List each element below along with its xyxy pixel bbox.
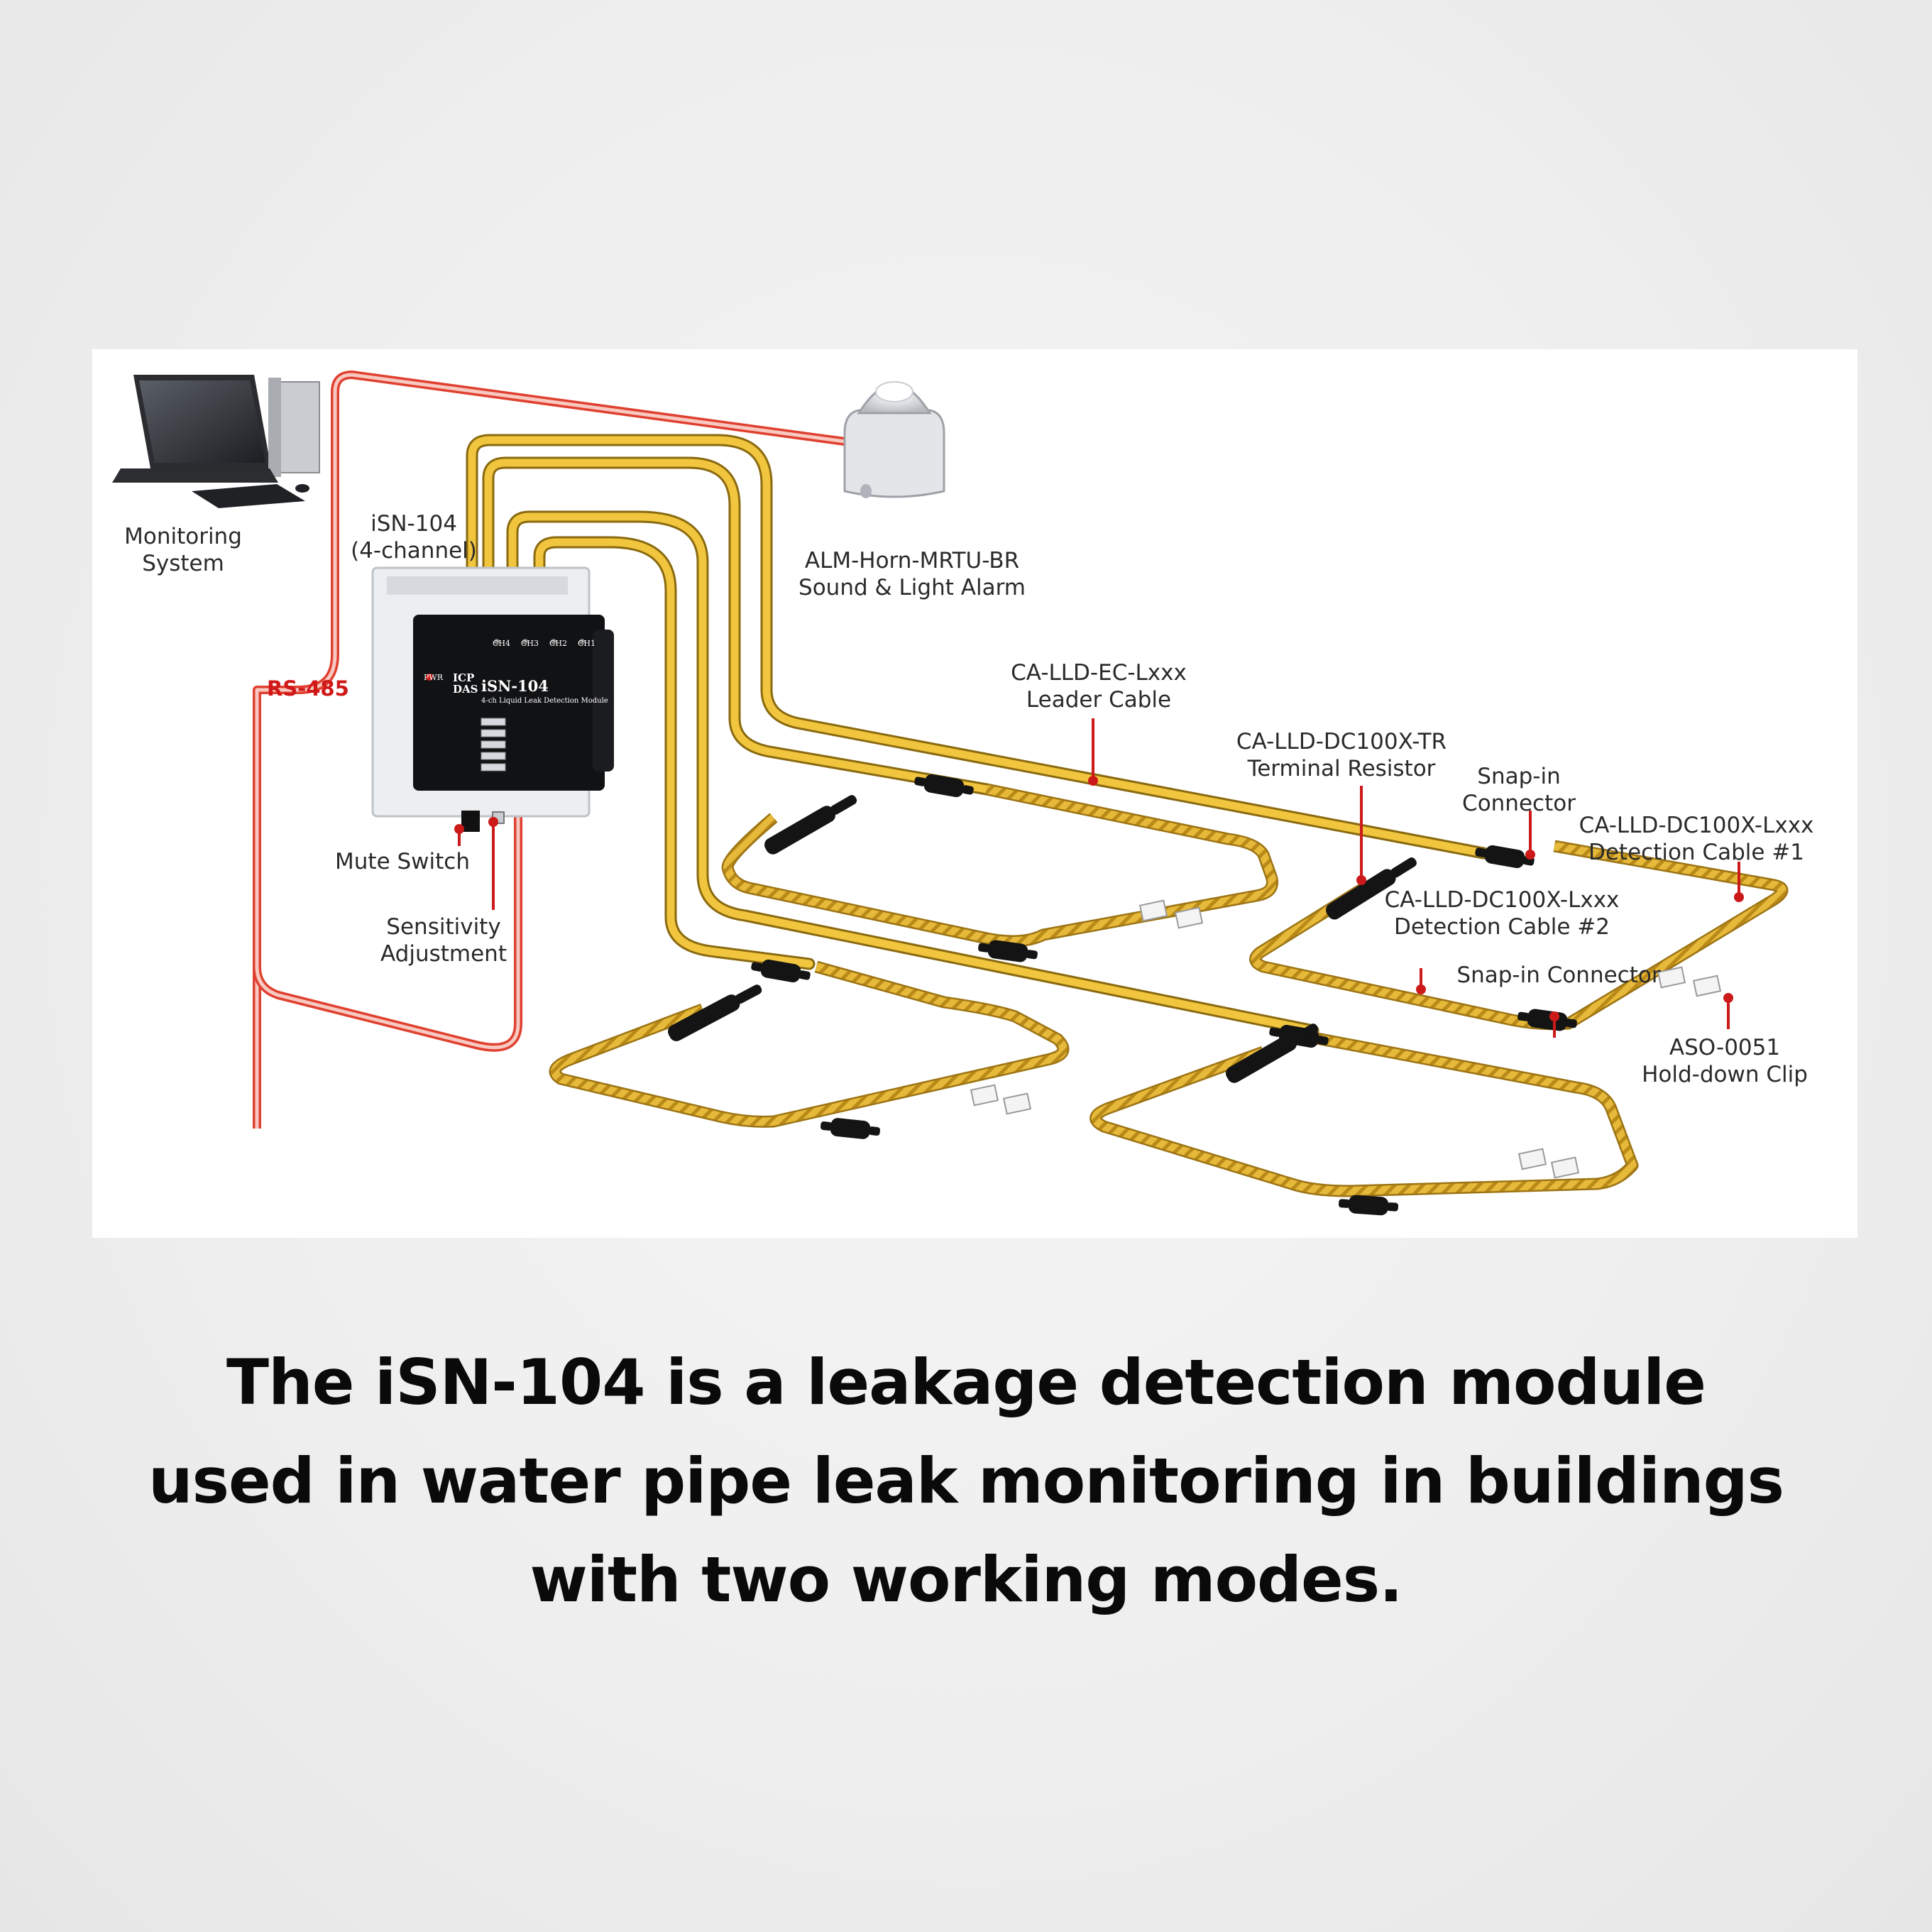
leader-cables — [466, 434, 1490, 1037]
sensitivity-label-2: Adjustment — [380, 941, 507, 967]
brand-logo: ICP — [453, 671, 474, 684]
snap-in-connector-label: Snap-in Connector — [1456, 962, 1660, 988]
terminal-resistor-label-1: CA-LLD-DC100X-TR — [1236, 729, 1447, 754]
monitoring-label-2: System — [142, 551, 224, 576]
rs485-cable — [253, 371, 845, 1129]
caption: The iSN-104 is a leakage detection modul… — [114, 1333, 1818, 1629]
caption-line-3: with two working modes. — [529, 1543, 1403, 1616]
clip-label-1: ASO-0051 — [1669, 1035, 1780, 1060]
isn-label-1: iSN-104 — [371, 511, 457, 537]
alarm-label-1: ALM-Horn-MRTU-BR — [805, 548, 1019, 573]
ch4-label: CH4 — [493, 639, 510, 648]
device-subtitle: 4-ch Liquid Leak Detection Module — [481, 697, 608, 705]
computer-icon — [112, 375, 320, 508]
mute-switch-label: Mute Switch — [335, 849, 470, 874]
terminal-resistor-label-2: Terminal Resistor — [1247, 756, 1436, 781]
wiring-diagram: PWR CH4 CH3 CH2 CH1 ICP DAS iSN-104 4-ch… — [112, 371, 1813, 1216]
ch3-label: CH3 — [521, 639, 539, 648]
clip-label-2: Hold-down Clip — [1642, 1062, 1808, 1087]
sensitivity-label-1: Sensitivity — [386, 914, 500, 940]
leader-cable-label-2: Leader Cable — [1026, 687, 1171, 713]
alarm-horn-icon — [843, 381, 945, 498]
isn104-device — [371, 566, 614, 832]
brand-logo-bottom: DAS — [453, 683, 478, 696]
detection-cable-1-label-2: Detection Cable #1 — [1588, 840, 1804, 865]
leader-cable-label-1: CA-LLD-EC-Lxxx — [1011, 660, 1187, 686]
monitoring-label-1: Monitoring — [124, 524, 242, 549]
annotation-pointers — [454, 718, 1744, 1038]
isn-label-2: (4-channel) — [351, 538, 477, 564]
detection-cable-loops — [549, 783, 1789, 1197]
terminal-resistors — [668, 795, 1417, 1083]
detection-cable-1-label-1: CA-LLD-DC100X-Lxxx — [1579, 813, 1814, 838]
alarm-label-2: Sound & Light Alarm — [798, 575, 1026, 600]
snap-in-label-1: Snap-in — [1477, 764, 1560, 789]
detection-cable-2-label-2: Detection Cable #2 — [1394, 914, 1610, 940]
ch2-label: CH2 — [549, 639, 567, 648]
snap-in-connectors — [751, 774, 1577, 1216]
channel-leds — [494, 639, 585, 644]
caption-line-1: The iSN-104 is a leakage detection modul… — [226, 1346, 1706, 1419]
caption-line-2: used in water pipe leak monitoring in bu… — [148, 1444, 1784, 1517]
labels: Monitoring System iSN-104 (4-channel) RS… — [124, 511, 1813, 1087]
rs485-label: RS-485 — [267, 676, 349, 701]
ch1-label: CH1 — [578, 639, 595, 648]
snap-in-label-2: Connector — [1462, 791, 1576, 816]
diagram-panel: PWR CH4 CH3 CH2 CH1 ICP DAS iSN-104 4-ch… — [92, 349, 1857, 1238]
device-model: iSN-104 — [481, 677, 549, 695]
pwr-label: PWR — [424, 673, 444, 682]
hold-down-clips — [970, 899, 1722, 1179]
detection-cable-2-label-1: CA-LLD-DC100X-Lxxx — [1385, 887, 1620, 913]
